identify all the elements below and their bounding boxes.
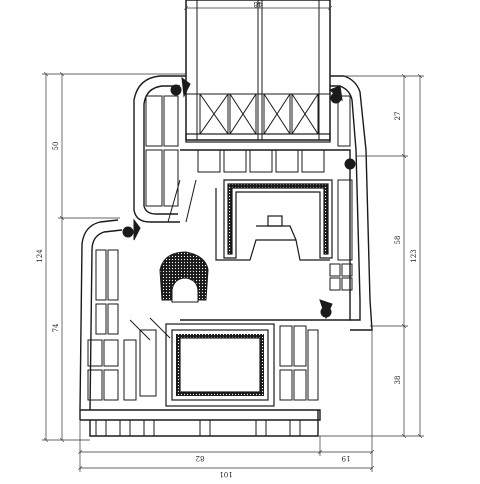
dim-left-upper: 50 <box>52 142 60 151</box>
dim-left-total: 124 <box>36 249 44 263</box>
dim-right-upper: 27 <box>394 112 402 121</box>
dim-right-lower: 38 <box>394 376 402 385</box>
steel-reinforcement-lower <box>165 323 275 407</box>
dim-top-glass-width: 48 <box>254 0 263 8</box>
dim-right-middle: 58 <box>394 236 402 245</box>
gaskets <box>122 76 356 320</box>
dimension-labels: 48 50 124 74 27 58 123 38 82 19 101 <box>36 0 418 478</box>
bottom-feet <box>95 419 301 437</box>
dim-bottom-right: 19 <box>342 454 351 462</box>
profile-chambers <box>87 95 353 401</box>
dimension-lines <box>42 8 424 472</box>
dim-right-total: 123 <box>410 249 418 262</box>
dim-bottom-main: 82 <box>196 454 205 462</box>
glass-unit <box>185 0 331 143</box>
dim-bottom-total: 101 <box>219 470 232 478</box>
dim-left-lower: 74 <box>52 323 60 332</box>
steel-reinforcement-upper <box>215 179 333 261</box>
